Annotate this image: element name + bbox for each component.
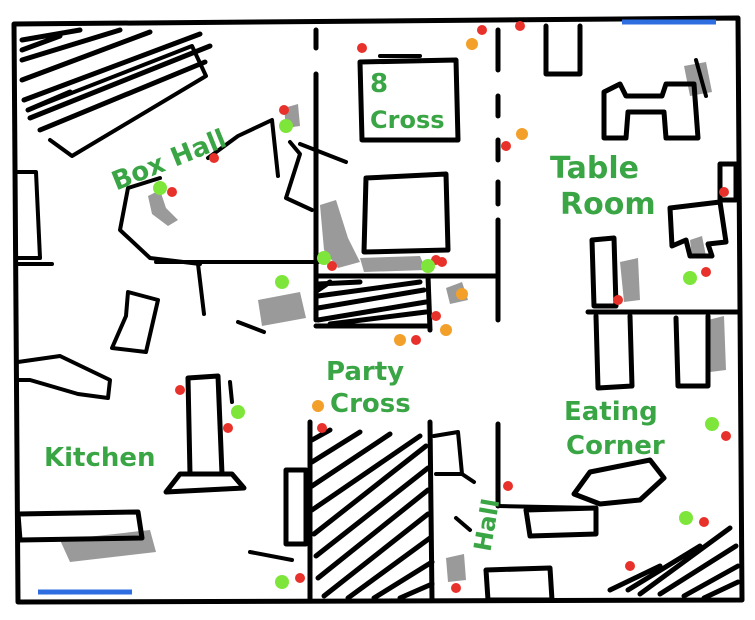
spawn-markers [153,21,731,593]
green-spawn-marker [279,119,293,133]
red-spawn-marker [721,431,731,441]
red-spawn-marker [699,517,709,527]
red-spawn-marker [209,153,219,163]
outer-wall [11,15,745,605]
red-spawn-marker [279,105,289,115]
room-label-corner: Corner [566,431,665,461]
hatched-blocks [19,27,741,601]
red-spawn-marker [501,141,511,151]
red-spawn-marker [451,583,461,593]
red-spawn-marker [431,311,441,321]
red-spawn-marker [357,43,367,53]
room-label-eating: Eating [564,397,658,427]
orange-spawn-marker [516,128,528,140]
green-spawn-marker [683,271,697,285]
green-spawn-marker [231,405,245,419]
green-spawn-marker [705,417,719,431]
red-spawn-marker [411,335,421,345]
room-label-8: 8 [370,69,388,99]
red-spawn-marker [477,25,487,35]
room-label-party: Party [326,357,404,387]
orange-spawn-marker [394,334,406,346]
red-spawn-marker [515,21,525,31]
red-spawn-marker [175,385,185,395]
room-label-party-cross: Cross [330,389,411,419]
room-label-room: Room [560,187,656,222]
red-spawn-marker [327,261,337,271]
green-spawn-marker [153,181,167,195]
red-spawn-marker [625,561,635,571]
orange-spawn-marker [456,288,468,300]
room-label-table: Table [550,151,639,186]
walls [11,15,745,605]
red-spawn-marker [223,423,233,433]
green-spawn-marker [275,275,289,289]
exit-markers [38,19,716,595]
red-spawn-marker [503,481,513,491]
room-label-kitchen: Kitchen [44,443,156,473]
orange-spawn-marker [312,400,324,412]
room-label-hall: Hall [469,497,506,554]
red-spawn-marker [613,295,623,305]
green-spawn-marker [679,511,693,525]
green-spawn-marker [317,251,331,265]
orange-spawn-marker [466,38,478,50]
room-label-cross: Cross [370,106,445,134]
red-spawn-marker [701,267,711,277]
green-spawn-marker [421,259,435,273]
red-spawn-marker [167,187,177,197]
red-spawn-marker [317,423,327,433]
red-spawn-marker [295,573,305,583]
green-spawn-marker [275,575,289,589]
orange-spawn-marker [440,324,452,336]
red-spawn-marker [719,187,729,197]
